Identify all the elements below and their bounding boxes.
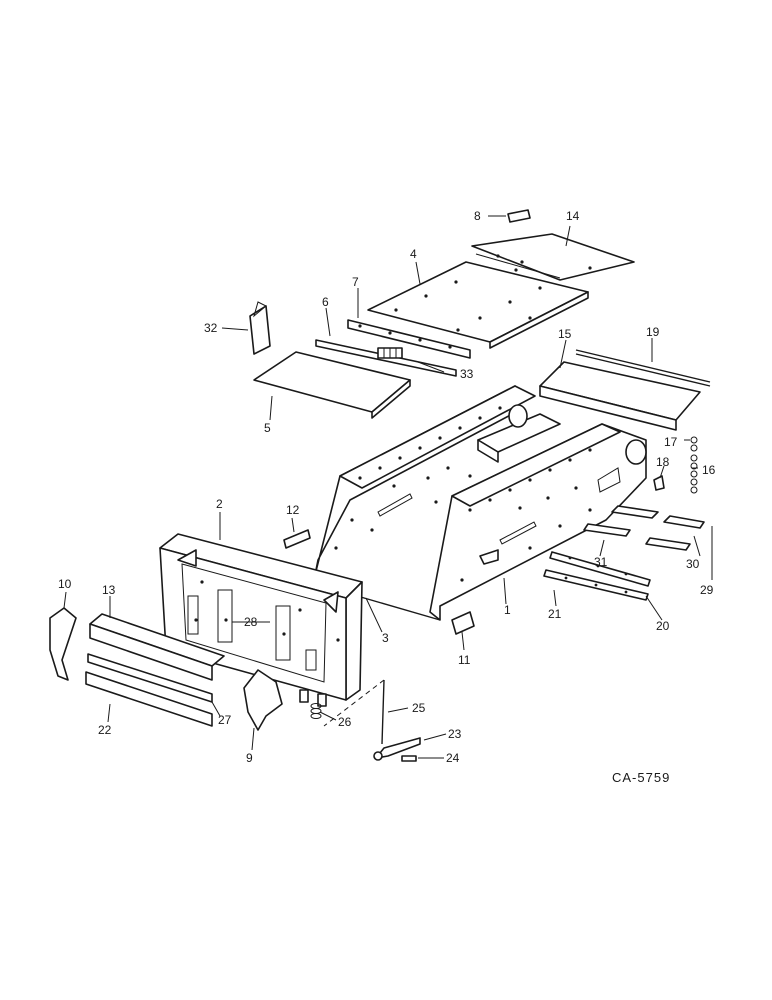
plate-8	[507, 209, 531, 223]
callout-1: 1	[504, 603, 511, 617]
callout-13: 13	[102, 583, 116, 597]
main-frame	[314, 385, 647, 621]
callout-25: 25	[412, 701, 426, 715]
bracket-11	[451, 611, 475, 635]
pan-15	[539, 361, 701, 431]
strips-29-31	[583, 505, 705, 551]
callout-7: 7	[352, 275, 359, 289]
bar-13	[89, 613, 225, 681]
callout-19: 19	[646, 325, 660, 339]
plate-33	[377, 347, 403, 359]
lever-23	[373, 737, 421, 761]
callout-23: 23	[448, 727, 462, 741]
callout-12: 12	[286, 503, 300, 517]
callout-2: 2	[216, 497, 223, 511]
top-plate-14	[471, 233, 635, 281]
strip-20	[549, 551, 651, 587]
drawing-reference: CA-5759	[612, 770, 670, 785]
rod-25	[323, 679, 385, 745]
callout-3: 3	[382, 631, 389, 645]
callout-5: 5	[264, 421, 271, 435]
callout-17: 17	[664, 435, 678, 449]
callout-33: 33	[460, 367, 474, 381]
callout-4: 4	[410, 247, 417, 261]
callout-31: 31	[594, 555, 608, 569]
strip-21	[543, 569, 649, 601]
callout-27: 27	[218, 713, 232, 727]
callout-29: 29	[700, 583, 714, 597]
callout-8: 8	[474, 209, 481, 223]
bracket-32	[249, 301, 271, 355]
callout-14: 14	[566, 209, 580, 223]
front-housing	[159, 533, 363, 707]
callout-labels: 1 2 3 4 5 6 7 8 9 10 11 12 13 14 15 16 1…	[58, 209, 716, 765]
callout-15: 15	[558, 327, 572, 341]
callout-21: 21	[548, 607, 562, 621]
callout-16: 16	[702, 463, 716, 477]
pin-24	[401, 755, 417, 762]
plate-9	[243, 669, 283, 731]
callout-24: 24	[446, 751, 460, 765]
callout-28: 28	[244, 615, 258, 629]
rod-19	[575, 349, 711, 387]
clip-18	[653, 475, 665, 491]
callout-6: 6	[322, 295, 329, 309]
rail-7	[347, 319, 471, 359]
spring-26	[310, 703, 322, 719]
callout-26: 26	[338, 715, 352, 729]
top-plate-4	[367, 261, 589, 349]
callout-10: 10	[58, 577, 72, 591]
callout-20: 20	[656, 619, 670, 633]
callout-32: 32	[204, 321, 218, 335]
leader-lines	[63, 215, 713, 759]
plate-12	[283, 529, 311, 549]
bracket-10	[49, 607, 77, 681]
callout-18: 18	[656, 455, 670, 469]
callout-11: 11	[458, 653, 471, 667]
callout-30: 30	[686, 557, 700, 571]
chain-16-17	[690, 436, 698, 494]
callout-9: 9	[246, 751, 253, 765]
plate-5	[253, 351, 411, 419]
callout-22: 22	[98, 723, 112, 737]
bar-22	[85, 671, 213, 727]
